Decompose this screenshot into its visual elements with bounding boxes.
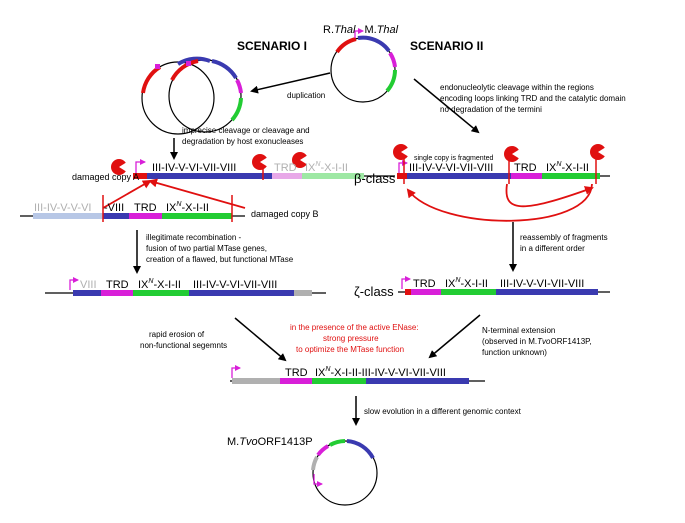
note-single-copy: single copy is fragmented — [414, 155, 493, 162]
scenario-2-title: SCENARIO II — [410, 39, 483, 53]
note-imprecise-2: degradation by host exonucleases — [182, 137, 303, 146]
copy-b-viii: -VIII — [104, 202, 124, 214]
arrow-duplication — [250, 72, 331, 94]
note-pressure-3: to optimize the MTase function — [296, 345, 404, 354]
fused-viii: VIII — [80, 279, 97, 291]
note-duplication: duplication — [287, 91, 325, 100]
copy-b-ix: IXN-X-I-II — [166, 201, 209, 214]
note-slow: slow evolution in a different genomic co… — [364, 407, 522, 416]
note-reassembly-2: in a different order — [520, 244, 585, 253]
note-nterm-1: N-terminal extension — [482, 326, 555, 335]
label-zeta-class: ζ-class — [354, 284, 394, 299]
arrow-n-terminal — [428, 314, 481, 359]
note-endo-3: no degradation of the termini — [440, 105, 542, 114]
zeta-ix: IXN-X-I-II — [445, 277, 488, 290]
note-imprecise-1: imprecise cleavage or cleavage and — [182, 126, 310, 135]
damaged-copy-b — [20, 195, 245, 222]
beta-catalytic: III-IV-V-VI-VII-VIII — [409, 162, 493, 174]
note-reassembly-1: reassembly of fragments — [520, 233, 608, 242]
scenario-1-title: SCENARIO I — [237, 39, 307, 53]
label-damaged-copy-a: damaged copy A — [72, 172, 139, 182]
note-pressure-1: in the presence of the active ENase: — [290, 323, 419, 332]
copy-a-catalytic: III-IV-V-VI-VII-VIII — [152, 162, 236, 174]
copy-a-trd: TRD — [274, 162, 297, 174]
fused-gene — [45, 277, 326, 296]
note-endo-1: endonucleolytic cleavage within the regi… — [440, 83, 594, 92]
duplicated-plasmids — [141, 56, 243, 135]
label-final-orf: M.TvoORF1413P — [227, 436, 313, 448]
arrow-endonucleolytic — [413, 78, 480, 134]
enzyme-labels: R.Thal M.Thal — [323, 24, 399, 36]
note-erosion-2: non-functional segemnts — [140, 341, 227, 350]
label-beta-class: β-class — [354, 171, 396, 186]
note-illeg-3: creation of a flawed, but functional MTa… — [146, 255, 294, 264]
note-illeg-1: illegitimate recombination - — [146, 233, 241, 242]
copy-b-trd: TRD — [134, 202, 157, 214]
beta-ix: IXN-X-I-II — [546, 161, 589, 174]
final-plasmid — [311, 439, 378, 506]
note-nterm-3: function unknown) — [482, 348, 547, 357]
fused-ix: IXN-X-I-II — [138, 278, 181, 291]
beta-class-gene — [393, 144, 610, 222]
label-damaged-copy-b: damaged copy B — [251, 209, 319, 219]
zeta-catalytic: III-IV-V-VI-VII-VIII — [500, 278, 584, 290]
note-erosion-1: rapid erosion of — [149, 330, 205, 339]
top-plasmid — [330, 28, 397, 103]
damaged-copy-a — [133, 152, 395, 180]
fused-catalytic: III-IV-V-VI-VII-VIII — [193, 279, 277, 291]
copy-a-ix: IXN-X-I-II — [305, 161, 348, 174]
recombination-arrow-2 — [148, 178, 246, 209]
note-nterm-2: (observed in M.TvoORF1413P, — [482, 337, 592, 346]
note-illeg-2: fusion of two partial MTase genes, — [146, 244, 267, 253]
note-pressure-2: strong pressure — [323, 334, 379, 343]
zeta-class-gene — [398, 276, 610, 295]
zeta-trd: TRD — [413, 278, 436, 290]
final-sequence: IXN-X-I-II-III-IV-V-VI-VII-VIII — [315, 366, 446, 379]
recombination-arrow-1 — [102, 180, 152, 209]
beta-trd: TRD — [514, 162, 537, 174]
note-endo-2: encoding loops linking TRD and the catal… — [440, 94, 626, 103]
arrow-erosion — [234, 317, 287, 362]
final-gene — [230, 365, 485, 384]
final-trd: TRD — [285, 367, 308, 379]
fused-trd: TRD — [106, 279, 129, 291]
copy-b-grey: III-IV-V-V-VI — [34, 202, 91, 214]
